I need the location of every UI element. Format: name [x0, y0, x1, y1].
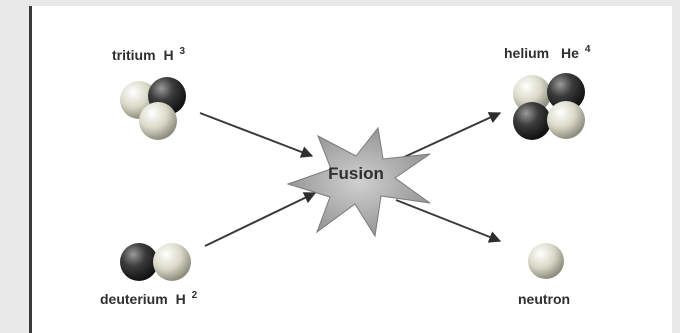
neutron-sphere — [513, 75, 551, 113]
neutron-sphere — [528, 243, 564, 279]
fusion-star: Fusion — [286, 126, 431, 238]
proton-sphere — [547, 73, 585, 111]
neutron-particle — [528, 243, 564, 279]
arrow-helium-out — [401, 112, 502, 159]
helium-symbol: He — [561, 45, 579, 61]
arrow-neutron-out — [395, 199, 502, 243]
neutron-label: neutron — [518, 291, 570, 307]
deuterium-nucleus — [120, 243, 191, 281]
tritium-name: tritium — [112, 47, 156, 63]
tritium-label: tritium H 3 — [112, 46, 185, 63]
neutron-sphere — [139, 102, 177, 140]
deuterium-number: 2 — [192, 290, 198, 301]
helium-number: 4 — [585, 44, 591, 55]
fusion-label: Fusion — [328, 164, 384, 183]
arrow-deuterium-in — [204, 192, 317, 247]
neutron-sphere — [153, 243, 191, 281]
tritium-symbol: H — [163, 47, 173, 63]
helium-name: helium — [504, 45, 549, 61]
deuterium-symbol: H — [176, 291, 186, 307]
reaction-arrows — [199, 112, 502, 247]
proton-sphere — [120, 243, 158, 281]
star-shape — [286, 126, 431, 238]
tritium-nucleus — [120, 77, 186, 140]
helium-label: helium He 4 — [504, 44, 591, 61]
neutron-sphere — [547, 101, 585, 139]
proton-sphere — [513, 102, 551, 140]
neutron-name: neutron — [518, 291, 570, 307]
tritium-number: 3 — [179, 46, 185, 57]
labels: tritium H 3 deuterium H 2 helium He 4 ne… — [100, 44, 591, 307]
helium-nucleus — [513, 73, 585, 140]
deuterium-label: deuterium H 2 — [100, 290, 198, 307]
arrow-tritium-in — [199, 112, 314, 158]
deuterium-name: deuterium — [100, 291, 168, 307]
